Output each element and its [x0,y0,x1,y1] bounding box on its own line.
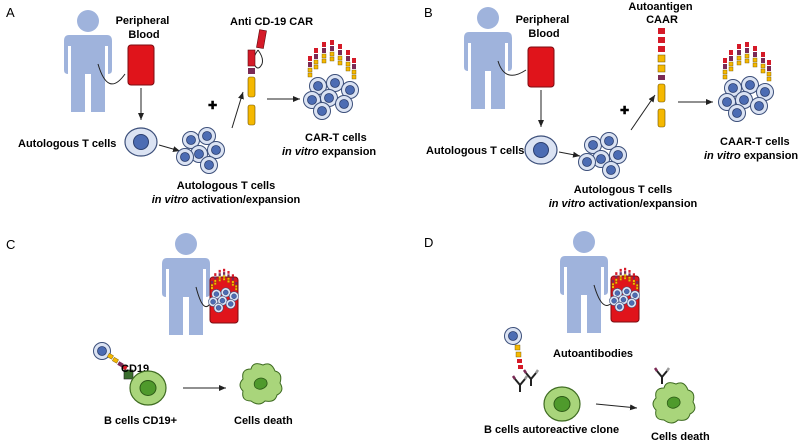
arrow-diagonal [630,94,656,131]
activation-label-line1: Autologous T cells [574,184,672,196]
panel-b: B Peripheral Blood Autologous T cells Au… [424,1,798,210]
car-construct-icon [247,29,267,126]
arrow-right [558,151,581,158]
human-figure-icon [162,233,210,335]
svg-text:Peripheral Blood: Peripheral Blood [116,15,173,41]
t-cell-icon [524,135,558,165]
svg-text:Autoantigen CAAR: Autoantigen CAAR [628,1,695,26]
b-cell-icon [543,386,581,422]
panel-c-letter: C [6,237,15,252]
svg-text:Peripheral Blood: Peripheral Blood [516,14,573,40]
tube-line [497,60,527,76]
receptor-label-line1: Autoantigen [628,1,692,13]
receptor-label: Anti CD-19 CAR [230,16,313,28]
activated-cluster-icon [579,133,627,179]
panel-b-letter: B [424,5,433,20]
car-t-population-icon [304,40,359,120]
caar-construct-icon [657,28,666,128]
infusion-bag-icon [208,269,238,324]
b-cell-icon [129,370,167,406]
panel-a-letter: A [6,5,15,20]
cd19-antigen-icon [123,369,134,380]
antibodies-label: Autoantibodies [553,348,633,360]
svg-text:in vitro activation/expansion: in vitro activation/expansion [152,194,301,206]
target-label: B cells autoreactive clone [484,424,619,436]
blood-bag-icon [527,46,555,88]
human-figure-icon [64,10,112,112]
result-label-line1: CAAR-T cells [720,136,790,148]
result-rest: expansion [741,150,799,162]
blood-bag-icon [127,44,155,86]
activation-rest: activation/expansion [585,198,697,210]
activation-rest: activation/expansion [188,194,300,206]
arrow-right [595,403,638,411]
autoantibody-icon [653,366,671,386]
blood-label-line2: Blood [128,29,159,41]
panel-c: C CD19 B cells CD19+ Cells death [6,233,293,427]
arrow-diagonal [231,91,244,129]
svg-text:in vitro expansion: in vitro expansion [704,150,798,162]
activation-italic: in vitro [152,194,189,206]
svg-text:Autologous T cells: Autologous T cells [574,184,672,196]
activation-label-line1: Autologous T cells [177,180,275,192]
t-cells-label: Autologous T cells [18,138,116,150]
tube-line [97,63,126,85]
panel-d-letter: D [424,235,433,250]
human-figure-icon [560,231,608,333]
svg-text:in vitro activation/expansion: in vitro activation/expansion [549,198,698,210]
panel-d: D Autoantibodies B cells autoreactive cl… [424,231,710,443]
caar-t-cell-icon [504,327,522,345]
autoantibody-icon [511,374,529,394]
blood-label-line1: Peripheral [116,15,170,27]
human-figure-icon [464,7,512,109]
activation-italic: in vitro [549,198,586,210]
infusion-bag-icon [609,268,639,323]
caar-t-population-icon [719,42,774,122]
blood-label-line2: Blood [528,28,559,40]
svg-text:in vitro expansion: in vitro expansion [282,146,376,158]
arrow-right [158,144,181,152]
target-label: B cells CD19+ [104,415,177,427]
dying-cell-icon [239,363,283,405]
result-italic: in vitro [282,146,319,158]
panel-a: A Peripheral Blood Autologous T cells Au… [6,5,376,206]
blood-label-line1: Peripheral [516,14,570,26]
activated-cluster-icon [177,128,225,174]
t-cells-label: Autologous T cells [426,145,524,157]
result-rest: expansion [319,146,377,158]
outcome-label: Cells death [651,431,710,443]
plus-icon: ✚ [208,100,217,112]
result-label-line1: CAR-T cells [305,132,367,144]
svg-text:Autologous T cells: Autologous T cells [177,180,275,192]
result-italic: in vitro [704,150,741,162]
car-chain-icon [106,352,128,371]
dying-cell-icon [652,382,696,424]
plus-icon: ✚ [620,105,629,117]
outcome-label: Cells death [234,415,293,427]
t-cell-icon [124,127,158,157]
caar-chain-icon [514,344,523,369]
receptor-label-line2: CAAR [646,14,678,26]
